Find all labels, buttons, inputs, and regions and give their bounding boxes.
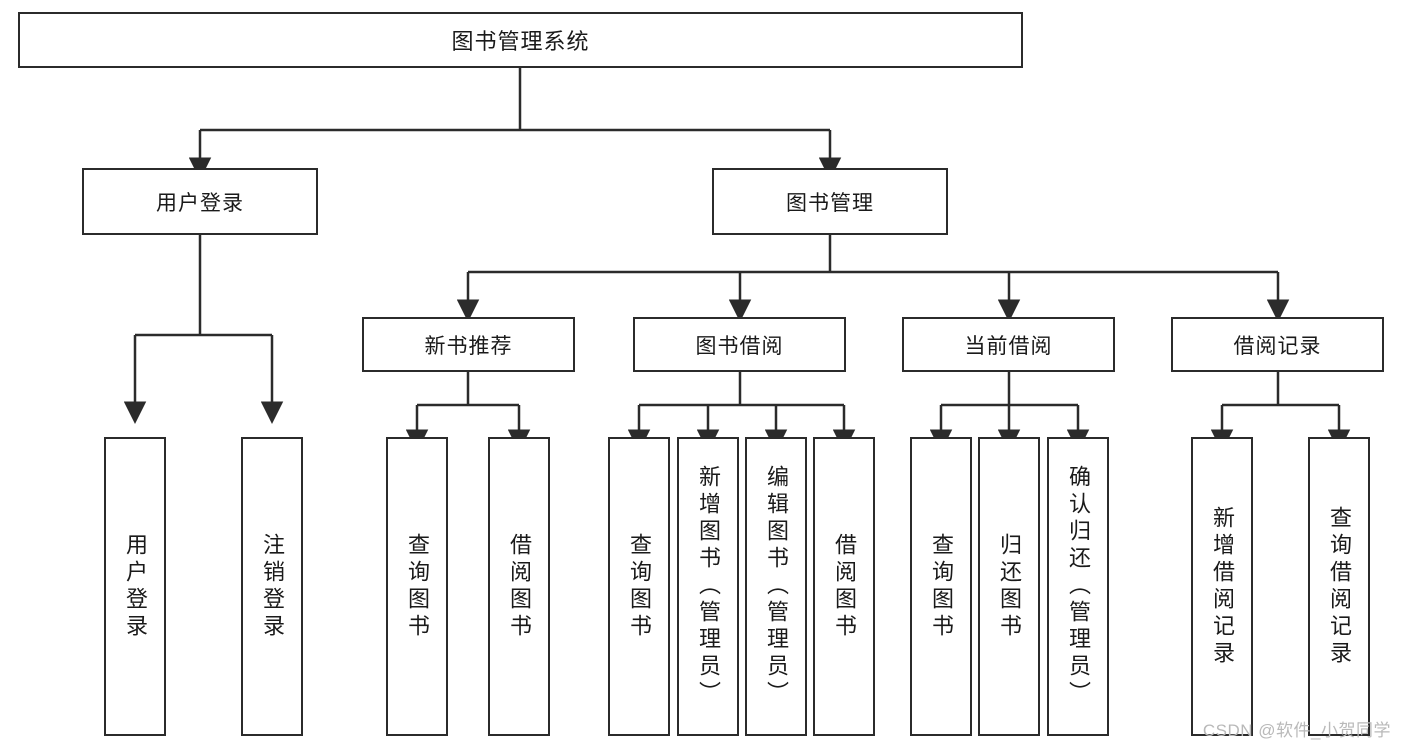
node-label: 查询图书 xyxy=(627,532,652,641)
node-leaf-user-login[interactable]: 用户登录 xyxy=(104,437,166,736)
node-leaf-return-book[interactable]: 归还图书 xyxy=(978,437,1040,736)
node-leaf-query-borrow-record[interactable]: 查询借阅记录 xyxy=(1308,437,1370,736)
node-book-management[interactable]: 图书管理 xyxy=(712,168,948,235)
node-leaf-add-book-admin[interactable]: 新增图书（管理员） xyxy=(677,437,739,736)
node-label: 归还图书 xyxy=(997,532,1022,641)
node-leaf-confirm-return-admin[interactable]: 确认归还（管理员） xyxy=(1047,437,1109,736)
node-label: 当前借阅 xyxy=(964,334,1053,358)
node-label: 借阅记录 xyxy=(1233,334,1322,358)
node-label: 图书管理 xyxy=(786,191,874,215)
node-new-book-recommend[interactable]: 新书推荐 xyxy=(362,317,575,372)
node-label: 新增图书（管理员） xyxy=(696,465,721,708)
node-label: 借阅图书 xyxy=(507,532,532,641)
node-book-management-system[interactable]: 图书管理系统 xyxy=(18,12,1023,68)
node-book-borrow[interactable]: 图书借阅 xyxy=(633,317,846,372)
node-user-login[interactable]: 用户登录 xyxy=(82,168,318,235)
node-label: 注销登录 xyxy=(260,532,285,641)
node-leaf-add-borrow-record[interactable]: 新增借阅记录 xyxy=(1191,437,1253,736)
node-label: 新书推荐 xyxy=(424,334,513,358)
node-leaf-edit-book-admin[interactable]: 编辑图书（管理员） xyxy=(745,437,807,736)
node-label: 图书借阅 xyxy=(695,334,784,358)
node-leaf-borrow-book[interactable]: 借阅图书 xyxy=(813,437,875,736)
node-leaf-query-book-rec[interactable]: 查询图书 xyxy=(386,437,448,736)
node-label: 图书管理系统 xyxy=(451,29,590,54)
node-current-borrow[interactable]: 当前借阅 xyxy=(902,317,1115,372)
node-label: 新增借阅记录 xyxy=(1210,505,1235,668)
node-label: 用户登录 xyxy=(156,191,244,215)
node-leaf-borrow-book-rec[interactable]: 借阅图书 xyxy=(488,437,550,736)
node-leaf-user-logout[interactable]: 注销登录 xyxy=(241,437,303,736)
node-label: 确认归还（管理员） xyxy=(1066,465,1091,708)
node-borrow-record[interactable]: 借阅记录 xyxy=(1171,317,1384,372)
node-label: 借阅图书 xyxy=(832,532,857,641)
node-label: 查询图书 xyxy=(405,532,430,641)
node-label: 编辑图书（管理员） xyxy=(764,465,789,708)
node-label: 查询图书 xyxy=(929,532,954,641)
node-leaf-query-book-current[interactable]: 查询图书 xyxy=(910,437,972,736)
node-label: 查询借阅记录 xyxy=(1327,505,1352,668)
node-leaf-query-book-borrow[interactable]: 查询图书 xyxy=(608,437,670,736)
node-label: 用户登录 xyxy=(123,532,148,641)
